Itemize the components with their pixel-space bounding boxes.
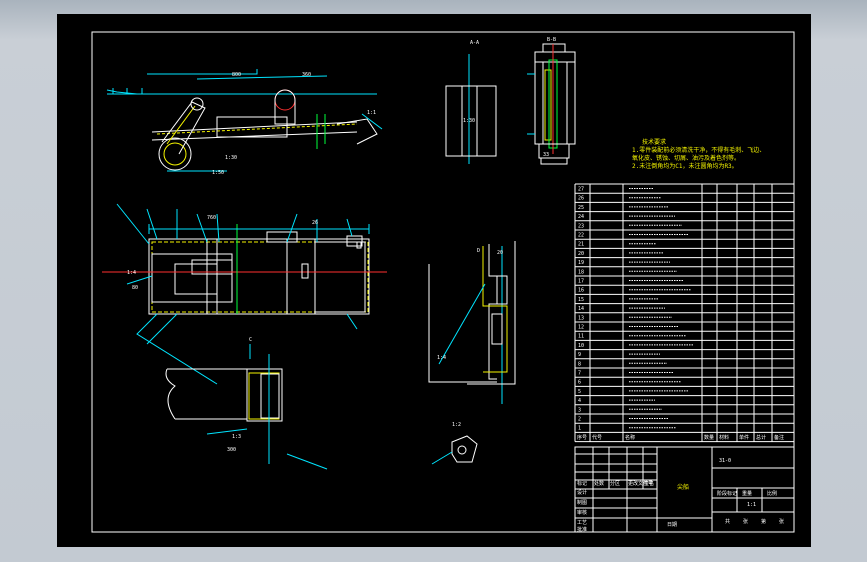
parts-row-number: 11 (578, 334, 584, 340)
parts-row-number: 5 (578, 389, 581, 395)
weld-detail: 1:2 (431, 422, 478, 465)
section-label-b: B-B (547, 37, 556, 43)
notes-line-3: 2.未注倒角均为C1，未注圆角均为R3。 (632, 162, 738, 170)
detail-view-d: D 1:4 20 (428, 241, 516, 404)
parts-row-number: 19 (578, 260, 584, 266)
svg-text:80: 80 (132, 285, 138, 291)
svg-text:1:1: 1:1 (367, 110, 376, 116)
tb-sheet-no: 第 (761, 518, 766, 525)
parts-header-7: 备注 (774, 434, 784, 441)
svg-text:20: 20 (497, 250, 503, 256)
notes-line-2: 氧化皮、锈蚀、切屑、油污及着色剂等。 (632, 154, 740, 162)
parts-header-0: 序号 (577, 434, 587, 441)
section-view-a: A-A 1:30 (445, 40, 497, 164)
parts-row-number: 14 (578, 306, 584, 312)
tb-stage: 阶段标记 (717, 490, 737, 497)
parts-row-number: 2 (578, 417, 581, 423)
tb-label-check: 审核 (577, 509, 587, 516)
tb-scale: 比例 (767, 490, 777, 497)
drawing-sheet[interactable]: 800 360 1:30 1:50 1:1 (57, 14, 811, 547)
parts-row-number: 16 (578, 288, 584, 294)
parts-row-number: 22 (578, 233, 584, 239)
parts-row-number: 23 (578, 223, 584, 229)
parts-header-2: 名称 (625, 434, 635, 441)
parts-row-number: 3 (578, 407, 581, 413)
drawing-title: 尖船 (677, 483, 689, 491)
parts-row-number: 15 (578, 297, 584, 303)
svg-text:1:2: 1:2 (452, 422, 461, 428)
parts-list: 2726252423222120191817161514131211109876… (574, 183, 795, 443)
title-block: 标记 设计 制图 审核 工艺 批准 处数 分区 更改文件号 签名 尖船 31-0… (574, 446, 795, 533)
tb-label-drawn: 制图 (577, 499, 587, 506)
tb-label-approve: 批准 (577, 526, 587, 533)
parts-row-number: 10 (578, 343, 584, 349)
svg-text:300: 300 (227, 447, 236, 453)
parts-row-number: 12 (578, 325, 584, 331)
parts-header-6: 总计 (756, 434, 766, 441)
parts-row-number: 1 (578, 426, 581, 432)
notes-line-1: 1.零件装配前必须清洗干净，不得有毛刺、飞边、 (632, 146, 765, 154)
tb-col-sign: 签名 (644, 480, 654, 487)
parts-row-number: 7 (578, 371, 581, 377)
parts-row-number: 18 (578, 269, 584, 275)
svg-text:33: 33 (543, 152, 549, 158)
parts-row-number: 26 (578, 196, 584, 202)
svg-text:1:50: 1:50 (212, 170, 224, 176)
section-view-b: B-B 33 (527, 37, 576, 165)
svg-text:800: 800 (232, 72, 241, 78)
parts-row-number: 20 (578, 251, 584, 257)
parts-row-number: 27 (578, 187, 584, 193)
parts-row-number: 21 (578, 242, 584, 248)
tb-weight: 重量 (742, 490, 752, 497)
parts-row-number: 8 (578, 361, 581, 367)
svg-text:760: 760 (207, 215, 216, 221)
tb-label-process: 工艺 (577, 520, 587, 526)
parts-row-number: 4 (578, 398, 581, 404)
parts-row-number: 9 (578, 352, 581, 358)
section-label-a: A-A (470, 40, 479, 46)
parts-row-number: 25 (578, 205, 584, 211)
drawing-canvas: 800 360 1:30 1:50 1:1 (91, 31, 795, 533)
tb-sheets-unit: 张 (743, 518, 748, 525)
detail-label-c: C (249, 337, 252, 343)
tb-sheet-unit: 张 (779, 518, 784, 525)
parts-row-number: 6 (578, 380, 581, 386)
detail-label-d: D (477, 248, 480, 254)
drawing-number: 31-0 (719, 458, 731, 464)
tb-col-zone: 分区 (610, 480, 620, 487)
svg-text:360: 360 (302, 72, 311, 78)
svg-text:1:4: 1:4 (437, 355, 446, 361)
section-view-bottom: C 1:3 300 (165, 337, 328, 470)
parts-row-number: 13 (578, 315, 584, 321)
tb-col-change: 更改文件号 (628, 480, 653, 487)
tb-label-design: 设计 (577, 489, 587, 496)
technical-notes: 技术要求 1.零件装配前必须清洗干净，不得有毛刺、飞边、 氧化皮、锈蚀、切屑、油… (632, 138, 765, 170)
main-view: 800 360 1:30 1:50 1:1 (106, 69, 383, 176)
tb-sheets-total: 共 (725, 518, 730, 525)
svg-text:26: 26 (312, 220, 318, 226)
parts-header-4: 材料 (719, 434, 729, 441)
svg-text:1:30: 1:30 (463, 118, 475, 124)
parts-row-number: 24 (578, 214, 584, 220)
parts-header-1: 代号 (592, 434, 602, 441)
tb-date: 日期 (667, 522, 677, 528)
tb-col-count: 处数 (594, 480, 604, 487)
parts-row-number: 17 (578, 279, 584, 285)
svg-text:1:3: 1:3 (232, 434, 241, 440)
plan-view: 1:4 80 760 26 (102, 203, 387, 385)
svg-text:1:30: 1:30 (225, 155, 237, 161)
tb-scale-value: 1:1 (747, 502, 756, 508)
tb-label-mark: 标记 (577, 480, 587, 487)
parts-header-3: 数量 (704, 434, 714, 441)
notes-heading: 技术要求 (642, 138, 666, 146)
svg-text:1:4: 1:4 (127, 270, 136, 276)
parts-header-5: 单件 (739, 434, 749, 441)
